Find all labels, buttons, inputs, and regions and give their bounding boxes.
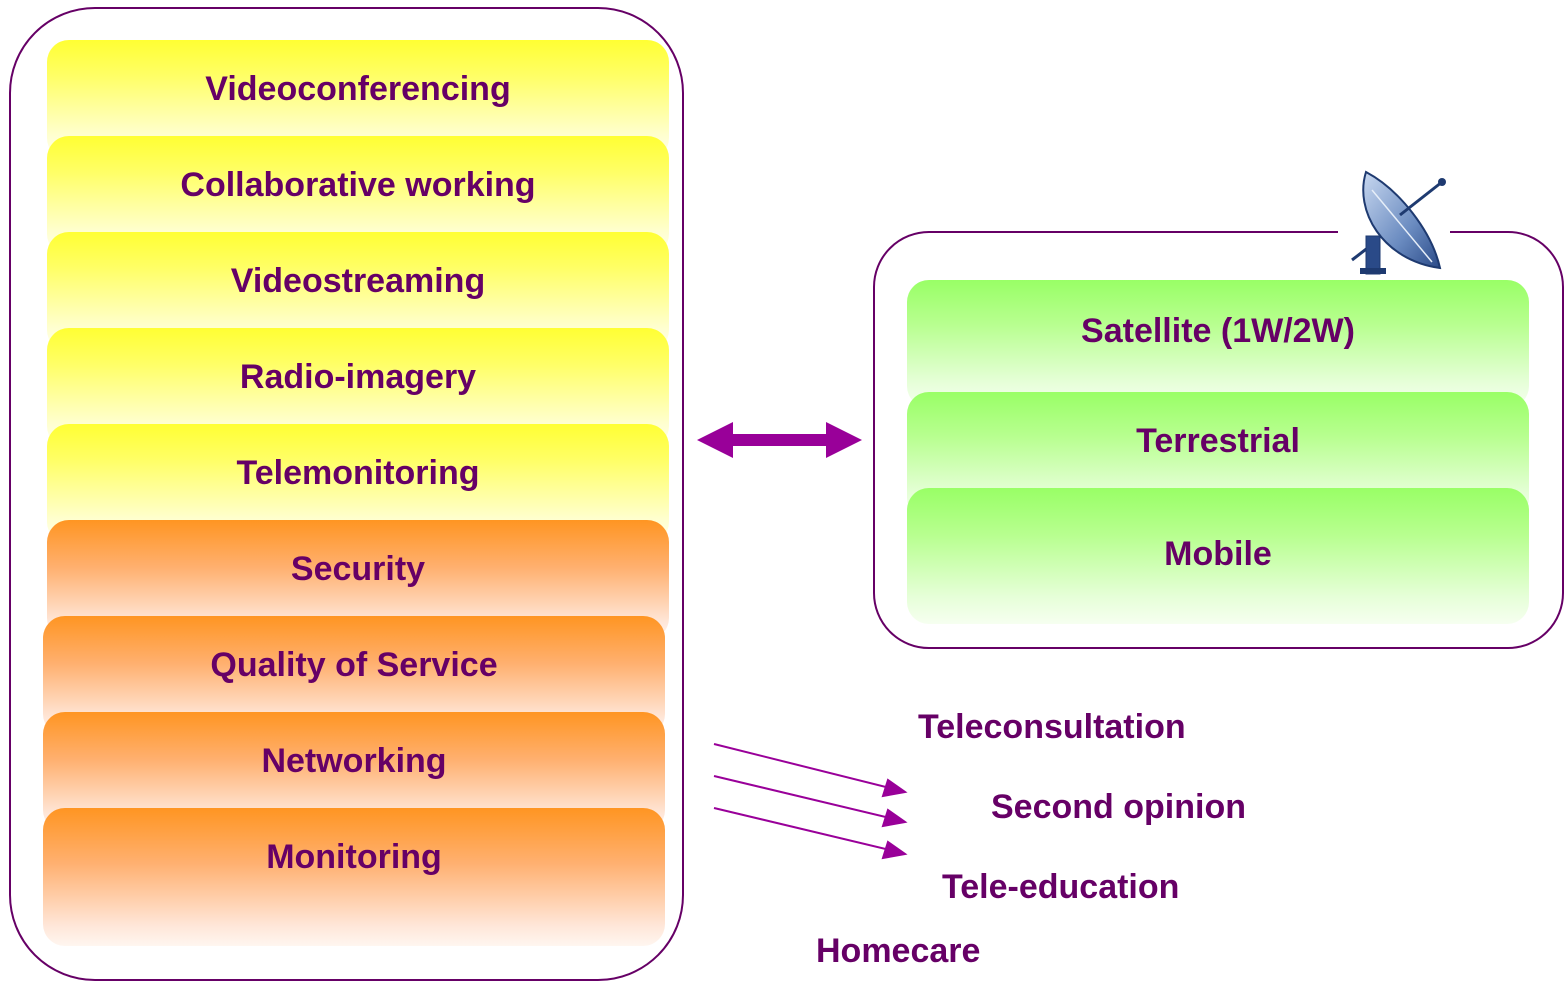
layer-satellite: Satellite (1W/2W) <box>907 280 1529 408</box>
service-arrows <box>713 743 908 860</box>
layer-monitoring: Monitoring <box>43 808 665 946</box>
service-homecare: Homecare <box>816 932 981 970</box>
layer-label: Terrestrial <box>1136 422 1300 460</box>
satellite-dish-icon <box>1351 170 1446 275</box>
layer-label: Videoconferencing <box>205 70 511 108</box>
service-teleconsultation: Teleconsultation <box>918 708 1186 746</box>
layer-label: Monitoring <box>266 838 442 876</box>
layer-label: Telemonitoring <box>236 454 480 492</box>
layer-label: Collaborative working <box>180 166 536 204</box>
layer-label: Radio-imagery <box>239 358 477 396</box>
right-container-outline <box>873 231 1564 649</box>
layer-label: Security <box>290 550 426 588</box>
service-second-opinion: Second opinion <box>991 788 1246 826</box>
layer-label: Videostreaming <box>230 262 486 300</box>
left-container-outline <box>9 7 684 981</box>
layer-mobile: Mobile <box>907 488 1529 624</box>
layer-label: Mobile <box>1164 535 1272 573</box>
layer-label: Quality of Service <box>210 646 498 684</box>
double-arrow-icon <box>697 422 862 458</box>
layer-label: Networking <box>261 742 447 780</box>
layer-label: Satellite (1W/2W) <box>1081 312 1355 350</box>
service-tele-education: Tele-education <box>942 868 1180 906</box>
